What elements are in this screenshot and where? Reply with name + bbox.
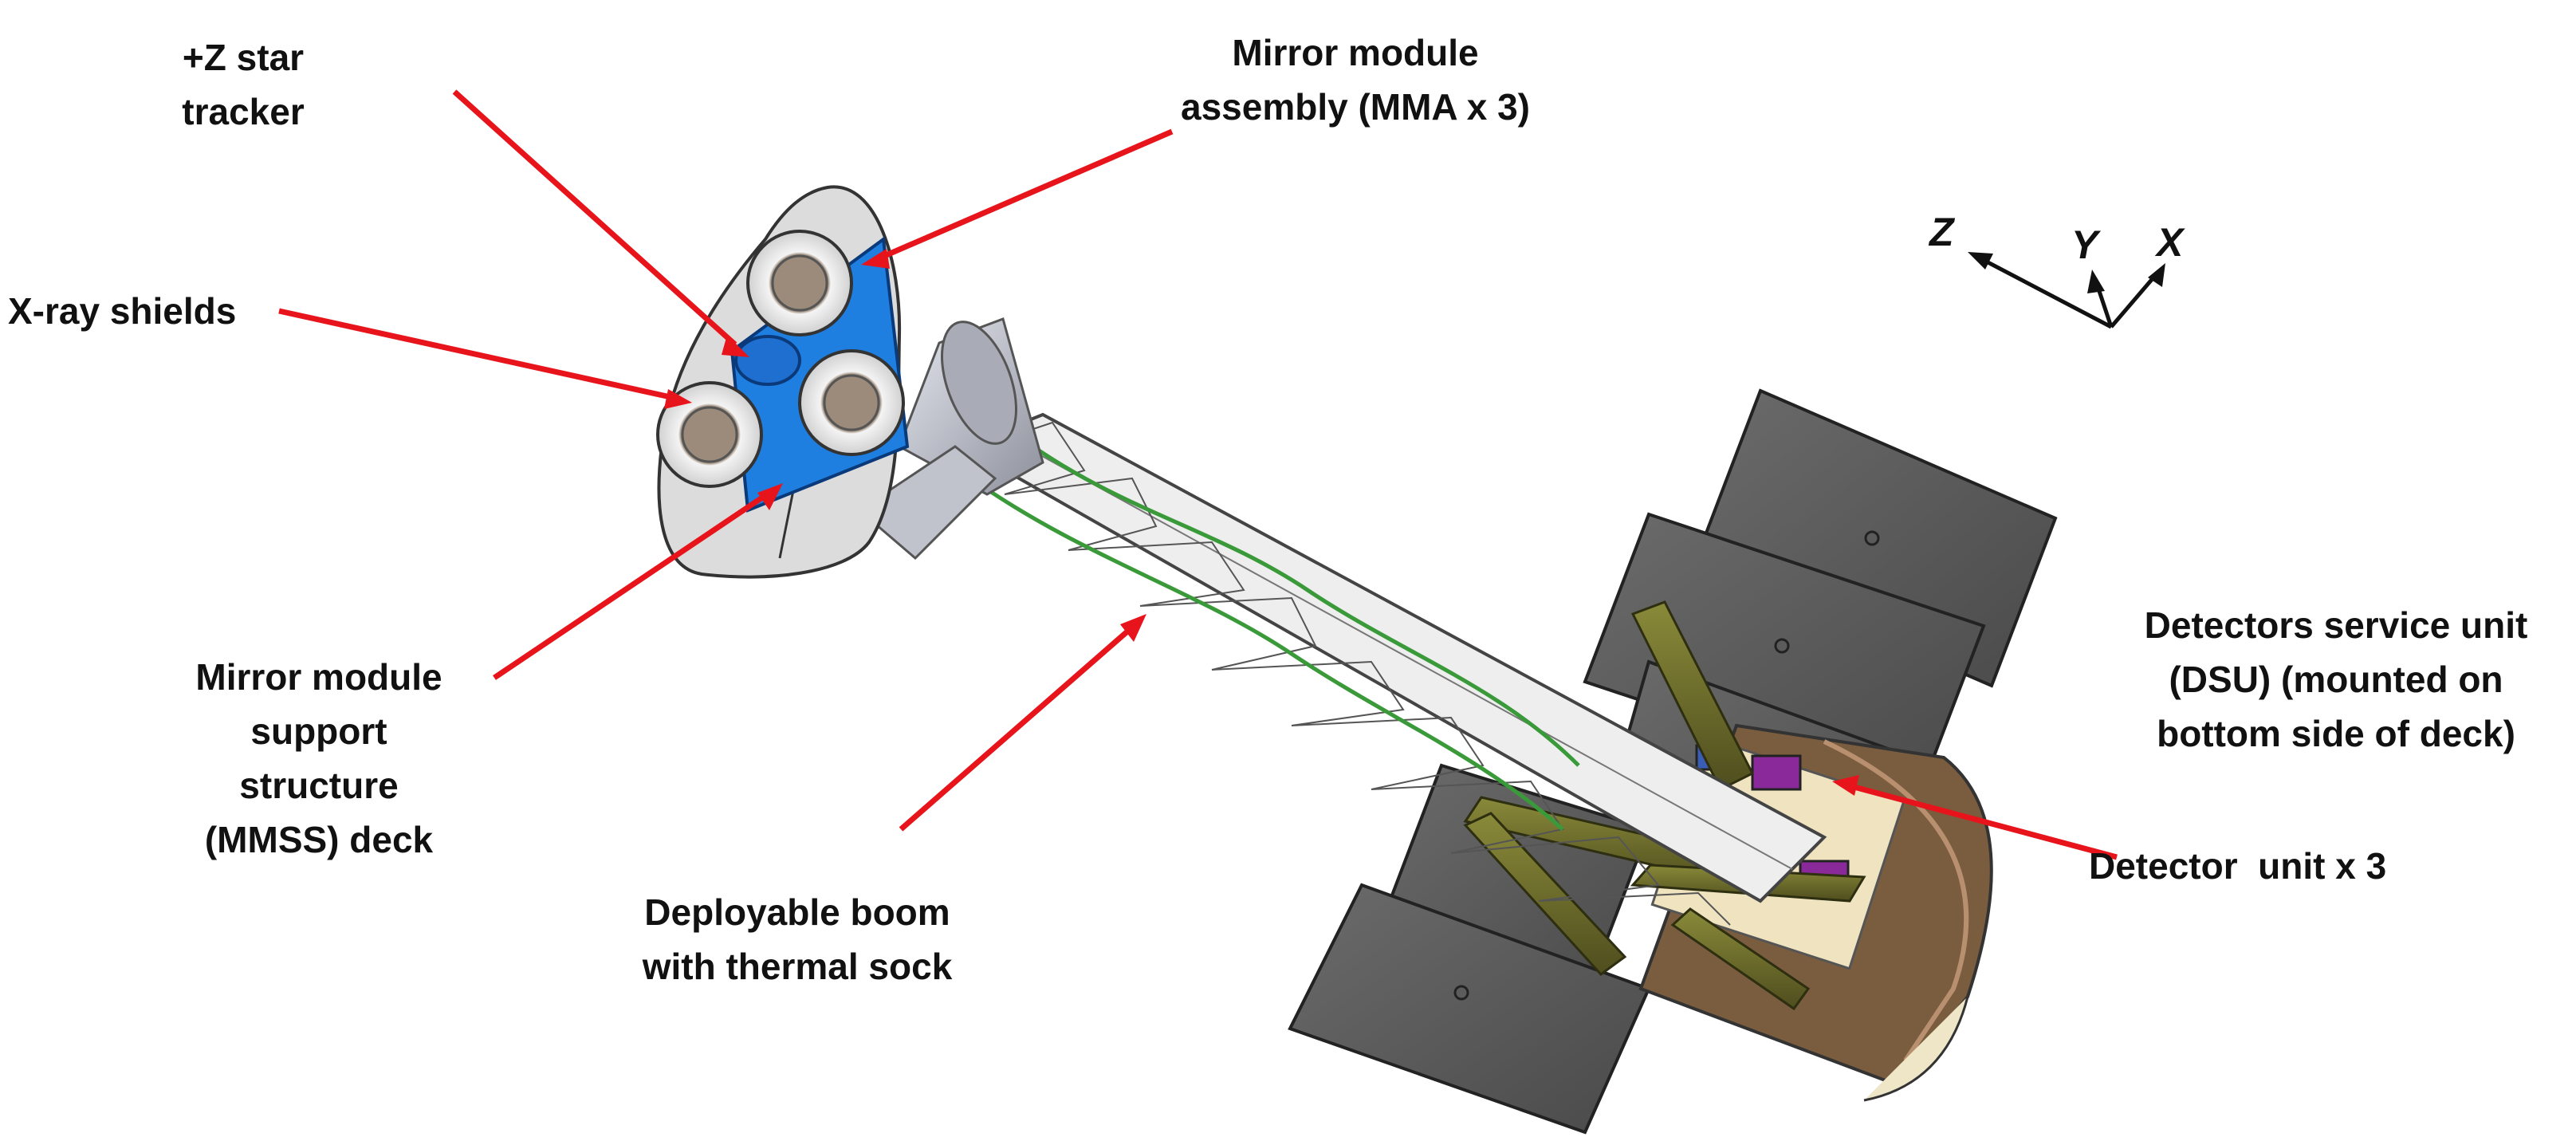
- solar-panel-lower: [1288, 883, 1651, 1135]
- label-star-tracker: +Z star tracker: [163, 30, 323, 139]
- label-line: Detectors service unit: [2144, 604, 2528, 646]
- axis-label-y: Y: [2071, 222, 2098, 267]
- label-line: structure: [239, 765, 399, 806]
- axis-label-z: Z: [1929, 210, 1954, 254]
- label-mirror-module-assembly: Mirror module assembly (MMA x 3): [1148, 26, 1563, 134]
- label-line: (MMSS) deck: [204, 819, 434, 860]
- coordinate-axes: [1968, 252, 2165, 329]
- axis-label-x: X: [2157, 220, 2184, 265]
- label-line: assembly (MMA x 3): [1181, 86, 1530, 128]
- label-line: bottom side of deck): [2157, 713, 2515, 754]
- label-line: Mirror module: [195, 656, 442, 698]
- label-dsu: Detectors service unit (DSU) (mounted on…: [2113, 598, 2559, 761]
- label-xray-shields: X-ray shields: [8, 284, 271, 338]
- label-line: Deployable boom: [644, 891, 950, 933]
- callout-arrows: [278, 89, 2118, 860]
- label-line: (DSU) (mounted on: [2169, 659, 2503, 700]
- boom-canister: [857, 317, 1044, 561]
- label-line: support: [250, 710, 387, 752]
- mirror-modules: [656, 230, 910, 513]
- label-line: tracker: [182, 91, 305, 132]
- label-deployable-boom: Deployable boom with thermal sock: [610, 885, 985, 993]
- label-line: Detector unit x 3: [2089, 845, 2387, 887]
- label-line: with thermal sock: [642, 946, 953, 987]
- label-line: Mirror module: [1232, 32, 1479, 73]
- label-mmss-deck: Mirror module support structure (MMSS) d…: [175, 650, 462, 867]
- label-detector-unit: Detector unit x 3: [2089, 839, 2448, 893]
- label-line: +Z star: [182, 37, 305, 78]
- solar-panel-upper: [1694, 388, 2058, 688]
- label-line: X-ray shields: [8, 290, 237, 332]
